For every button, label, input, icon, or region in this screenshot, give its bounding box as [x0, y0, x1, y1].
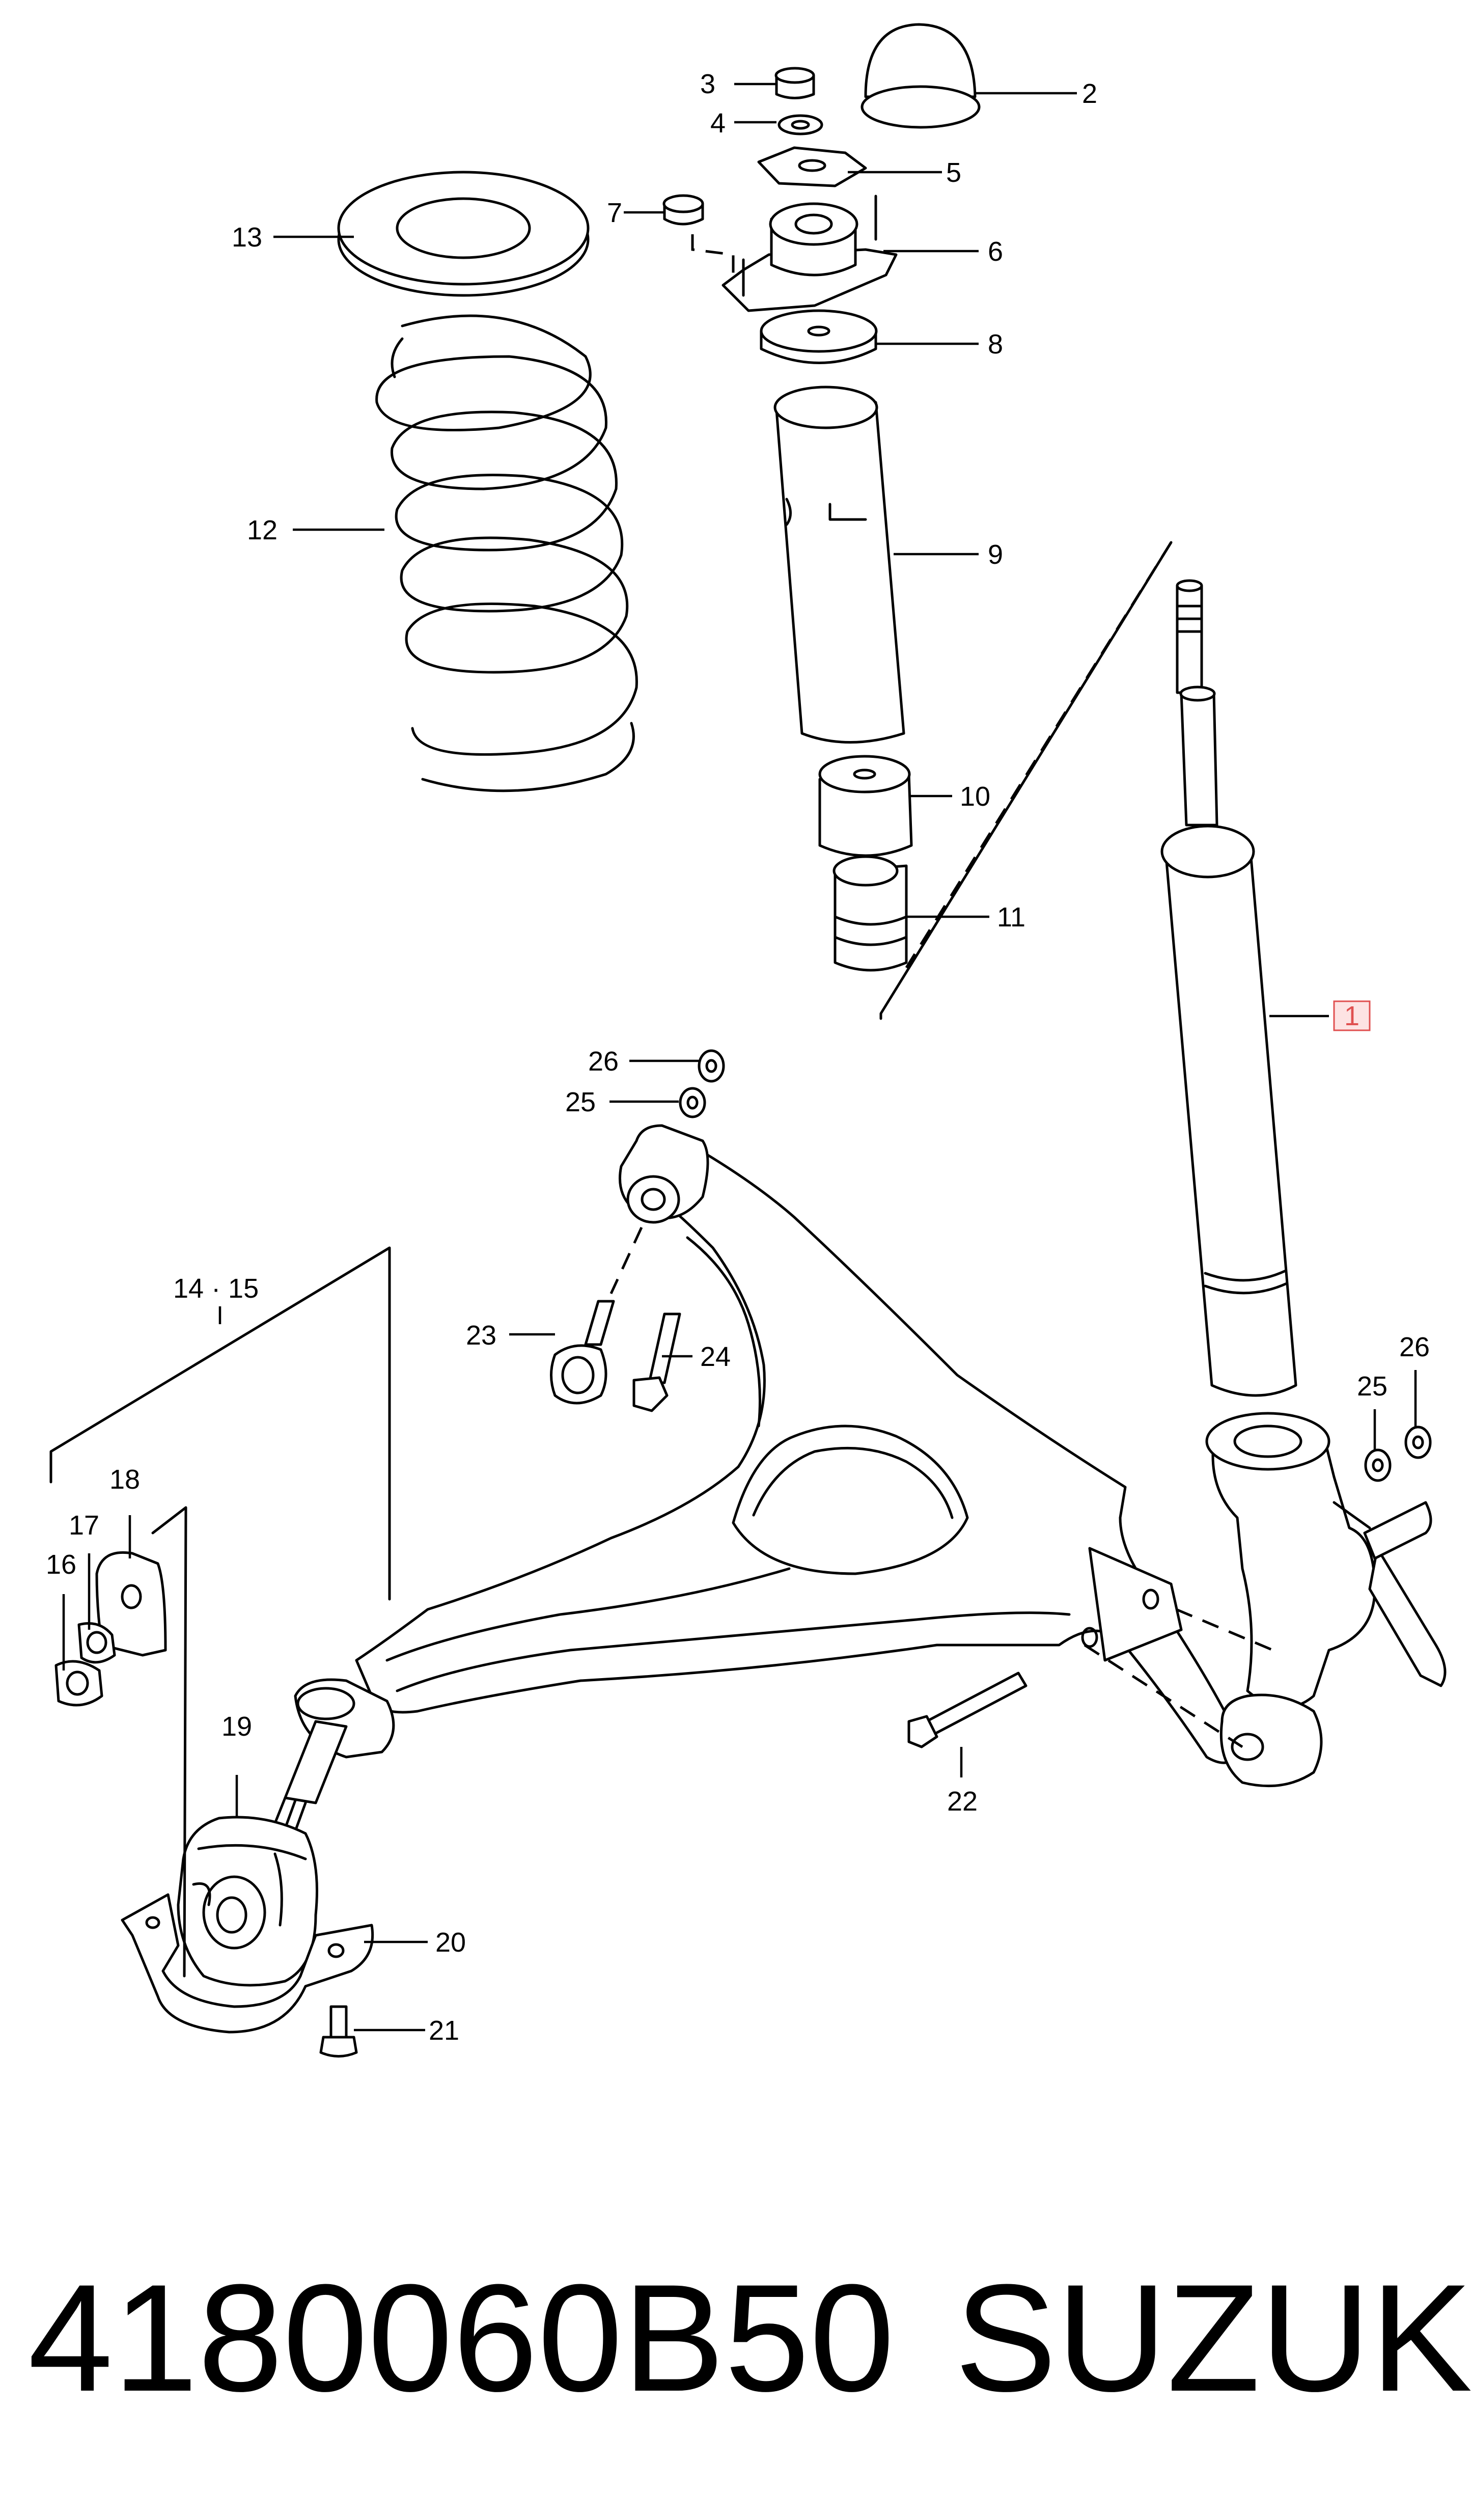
bolt-22	[907, 1672, 1028, 1748]
callout-26-upper[interactable]: 26	[588, 1046, 619, 1077]
callout-23[interactable]: 23	[466, 1320, 496, 1351]
nut-16	[54, 1660, 103, 1707]
callout-26-right[interactable]: 26	[1399, 1332, 1430, 1362]
callout-8[interactable]: 8	[988, 329, 1003, 360]
callout-25-upper[interactable]: 25	[565, 1087, 596, 1117]
callout-20[interactable]: 20	[435, 1927, 466, 1958]
callout-4[interactable]: 4	[710, 108, 726, 139]
callout-18[interactable]: 18	[109, 1464, 140, 1495]
nut-17	[77, 1622, 116, 1664]
callout-1[interactable]: 1	[1344, 1001, 1359, 1031]
bump-stop-upper	[818, 755, 913, 857]
bearing-plate	[757, 146, 867, 187]
callout-22[interactable]: 22	[947, 1786, 978, 1817]
callout-16[interactable]: 16	[46, 1549, 76, 1580]
bolt-23	[550, 1300, 615, 1405]
steering-knuckle	[1205, 1412, 1447, 1709]
coil-spring	[375, 314, 638, 792]
callout-12[interactable]: 12	[247, 515, 277, 545]
callout-21[interactable]: 21	[429, 2015, 459, 2046]
callout-9[interactable]: 9	[988, 539, 1003, 570]
bracket-18	[95, 1551, 167, 1657]
callout-6[interactable]: 6	[988, 236, 1003, 267]
group-bracket-14-15	[49, 1246, 391, 1978]
brand-name: SUZUKI	[955, 2252, 1471, 2423]
callout-labels: 1 2 3 4 5 6 7 8 9 10 11 12 13 14 · 15 16…	[46, 69, 1430, 2046]
callout-13[interactable]: 13	[232, 222, 262, 253]
callout-25-right[interactable]: 25	[1357, 1371, 1387, 1402]
rear-bushing	[177, 1816, 318, 1987]
callout-14-15[interactable]: 14 · 15	[173, 1273, 259, 1304]
bolt-24	[632, 1312, 681, 1412]
shock-absorber	[1160, 579, 1297, 1397]
spring-upper-seat	[337, 171, 590, 297]
nut-25-26-upper	[679, 1049, 725, 1118]
bolt-21	[319, 2005, 358, 2058]
bump-stop-lower	[832, 855, 908, 972]
bolt-flange-7	[662, 194, 735, 275]
part-number: 4180060B50	[28, 2252, 895, 2423]
nut-25-26-right	[1364, 1426, 1432, 1482]
bushing-bracket	[121, 1893, 374, 2034]
leader-lines	[62, 83, 1417, 2032]
grouping-bracket-9-11	[879, 541, 1173, 1020]
callout-highlight-box	[1333, 1000, 1371, 1031]
callout-11[interactable]: 11	[997, 902, 1025, 933]
caption: 4180060B50 SUZUKI	[0, 2236, 1471, 2440]
lower-control-arm	[273, 1124, 1323, 1832]
callout-3[interactable]: 3	[700, 69, 715, 99]
suspension-exploded-diagram: 1 2 3 4 5 6 7 8 9 10 11 12 13 14 · 15 16…	[46, 23, 1447, 2058]
nut-small	[774, 67, 815, 99]
strut-mount	[721, 195, 898, 312]
callout-19[interactable]: 19	[221, 1711, 252, 1742]
callout-24[interactable]: 24	[700, 1341, 731, 1372]
dust-cap	[861, 23, 981, 129]
dust-boot	[773, 386, 905, 744]
callout-17[interactable]: 17	[69, 1510, 99, 1541]
callout-5[interactable]: 5	[946, 157, 961, 188]
callout-10[interactable]: 10	[960, 781, 990, 812]
washer-small	[778, 114, 823, 135]
callout-2[interactable]: 2	[1082, 78, 1097, 109]
callout-7[interactable]: 7	[607, 198, 622, 228]
spacer-washer	[760, 309, 878, 364]
